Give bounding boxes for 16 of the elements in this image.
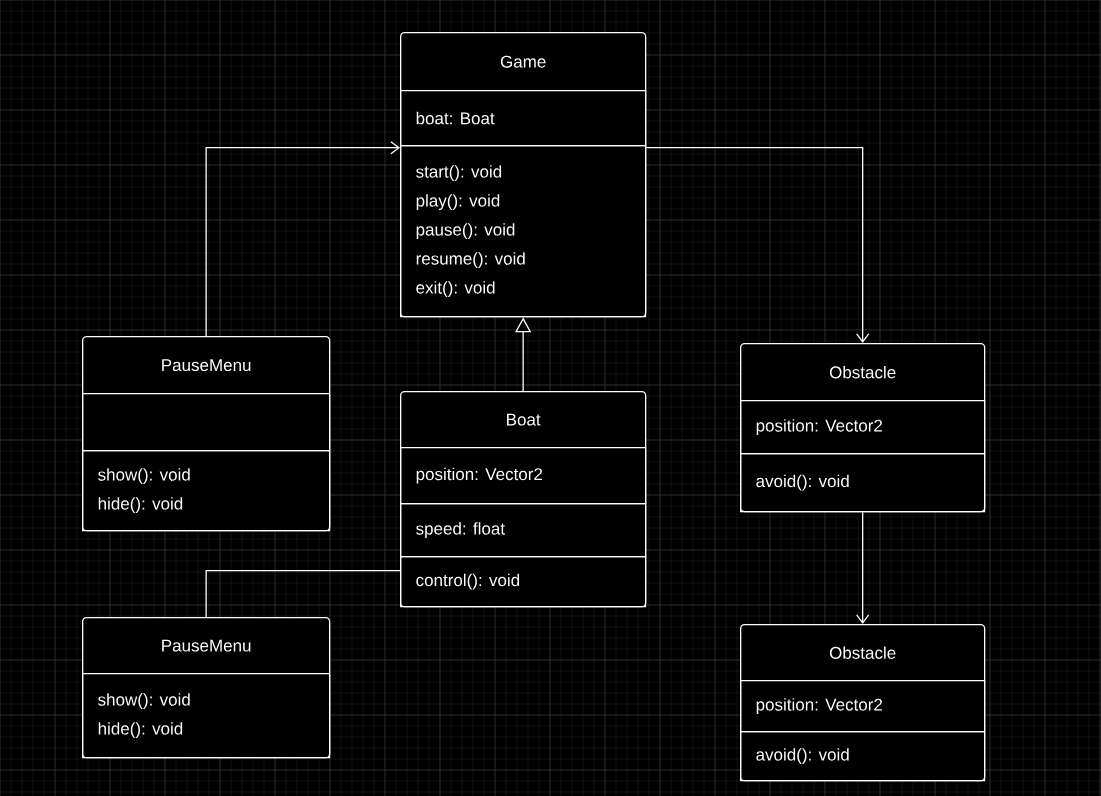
class-compartment: show(): void hide(): void — [82, 450, 331, 532]
class-compartment: position: Vector2 — [400, 447, 647, 505]
arrow — [205, 141, 400, 337]
class-compartment: show(): void hide(): void — [82, 673, 331, 759]
arrow — [645, 147, 870, 343]
class-compartment: start(): void play(): void pause(): void resume(): void exit(): void — [400, 145, 647, 318]
connector-line — [205, 570, 401, 618]
class-compartment: speed: float — [400, 503, 647, 558]
class-compartment: position: Vector2 — [740, 400, 986, 455]
class-compartment: avoid(): void — [740, 731, 986, 782]
arrow — [856, 511, 870, 624]
empty-compartment — [82, 393, 331, 452]
class-compartment: position: Vector2 — [740, 680, 986, 733]
class-compartment: avoid(): void — [740, 453, 986, 513]
class-compartment: control(): void — [400, 556, 647, 608]
class-compartment: boat: Boat — [400, 90, 647, 147]
